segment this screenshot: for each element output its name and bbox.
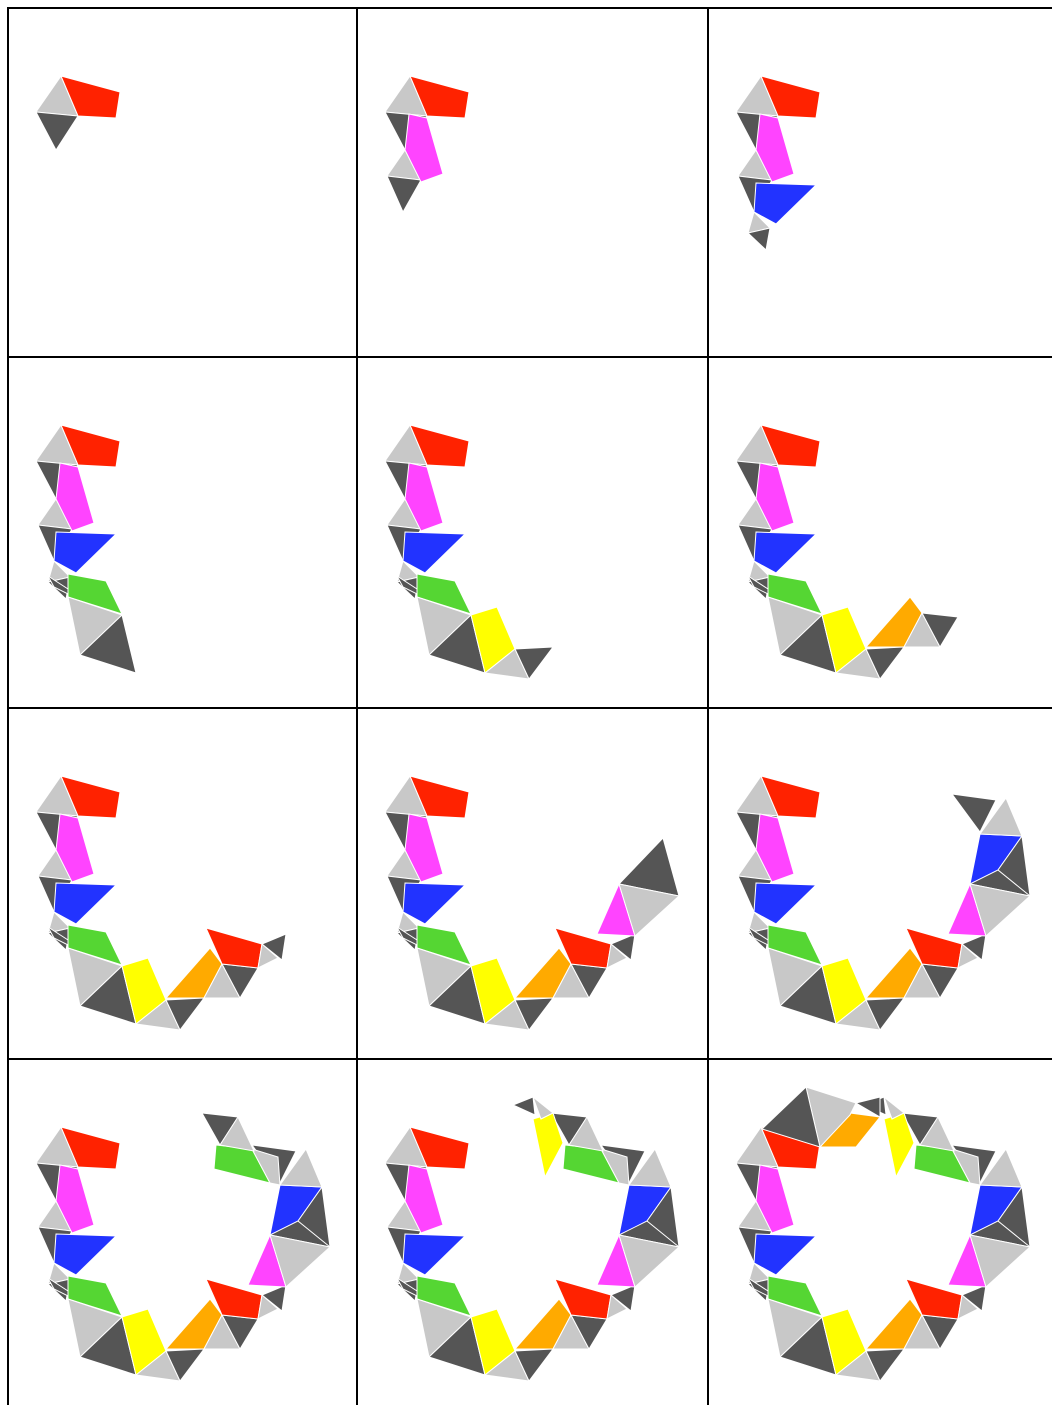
panel-step-6 bbox=[736, 425, 958, 679]
panel-step-2 bbox=[385, 76, 469, 212]
piece-11 bbox=[513, 1097, 563, 1177]
panel-step-5 bbox=[385, 425, 553, 679]
piece-4 bbox=[748, 925, 836, 1024]
blue-shape bbox=[54, 532, 116, 573]
panel-step-11 bbox=[385, 1097, 679, 1381]
piece-4 bbox=[397, 574, 485, 673]
piece-4 bbox=[397, 925, 485, 1024]
blue-shape bbox=[754, 883, 816, 924]
panel-step-12 bbox=[736, 1087, 1030, 1381]
panel-step-9 bbox=[736, 776, 1030, 1030]
blue-shape bbox=[403, 532, 465, 573]
blue-shape bbox=[754, 183, 816, 224]
blue-shape bbox=[754, 1234, 816, 1275]
dark-gray-shape bbox=[387, 176, 421, 212]
blue-shape bbox=[754, 532, 816, 573]
piece-4 bbox=[748, 1276, 836, 1375]
dark-gray-shape bbox=[513, 1097, 535, 1115]
blue-shape bbox=[403, 1234, 465, 1275]
blue-shape bbox=[54, 1234, 116, 1275]
piece-6 bbox=[866, 597, 958, 647]
panel-step-1 bbox=[36, 76, 120, 150]
panel-step-8 bbox=[385, 776, 679, 1030]
panel-step-10 bbox=[36, 1113, 330, 1381]
piece-4 bbox=[48, 925, 136, 1024]
dark-gray-shape bbox=[36, 112, 78, 150]
piece-4 bbox=[397, 1276, 485, 1375]
panel-step-7 bbox=[36, 776, 286, 1030]
piece-8 bbox=[597, 838, 679, 936]
blue-shape bbox=[403, 883, 465, 924]
grid-lines bbox=[7, 7, 1052, 1405]
panel-grid bbox=[36, 76, 1030, 1381]
piece-4 bbox=[748, 574, 836, 673]
piece-4 bbox=[48, 1276, 136, 1375]
piece-1 bbox=[36, 76, 120, 150]
panel-step-3 bbox=[736, 76, 820, 250]
blue-shape bbox=[54, 883, 116, 924]
piece-3 bbox=[748, 183, 816, 250]
piece-4 bbox=[48, 574, 136, 673]
panel-step-4 bbox=[36, 425, 136, 673]
